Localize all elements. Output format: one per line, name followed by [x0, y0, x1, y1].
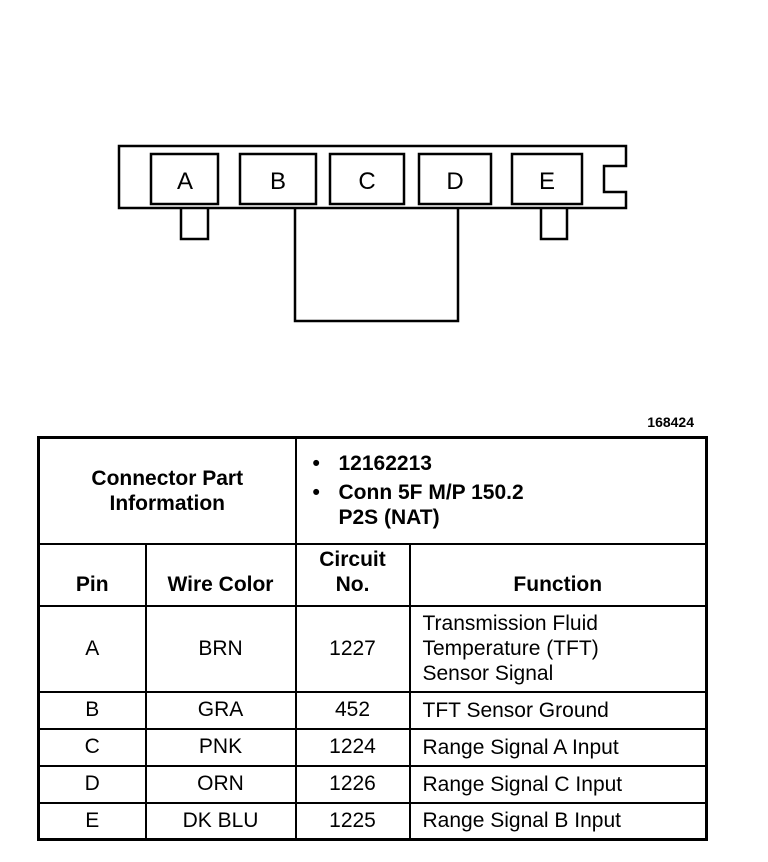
- connector-pinout-table: Connector Part Information 12162213 Conn…: [37, 436, 708, 841]
- cell-function: TFT Sensor Ground: [408, 690, 708, 730]
- table-row: C PNK 1224 Range Signal A Input: [37, 727, 708, 767]
- figure-id: 168424: [647, 414, 694, 430]
- pin-cavity-b: B: [238, 152, 318, 206]
- cell-function-text: Transmission Fluid Temperature (TFT) Sen…: [422, 612, 599, 685]
- cell-wire-color: DK BLU: [144, 801, 297, 841]
- cell-pin: D: [37, 764, 147, 804]
- cell-circuit: 1226: [294, 764, 411, 804]
- cell-wire-color: PNK: [144, 727, 297, 767]
- pin-cavity-label: D: [446, 168, 463, 195]
- connector-info-list: 12162213 Conn 5F M/P 150.2 P2S (NAT): [294, 436, 708, 545]
- cell-pin: E: [37, 801, 147, 841]
- pin-cavity-e: E: [510, 152, 584, 206]
- connector-info-label-text: Connector Part Information: [91, 466, 244, 515]
- connector-diagram: A B C D E: [117, 144, 628, 323]
- pin-cavity-label: B: [270, 168, 286, 195]
- cell-pin: A: [37, 604, 147, 693]
- table-row: E DK BLU 1225 Range Signal B Input: [37, 801, 708, 841]
- table-row: B GRA 452 TFT Sensor Ground: [37, 690, 708, 730]
- latch-tab-a: [179, 208, 210, 241]
- cell-wire-color: BRN: [144, 604, 297, 693]
- pin-cavity-label: C: [358, 168, 375, 195]
- header-pin: Pin: [37, 542, 147, 607]
- keying-loop: [293, 208, 460, 323]
- cell-circuit: 1227: [294, 604, 411, 693]
- cell-circuit: 452: [294, 690, 411, 730]
- pin-cavity-d: D: [417, 152, 493, 206]
- connector-body: [117, 144, 628, 210]
- connector-info-row: Connector Part Information 12162213 Conn…: [37, 436, 708, 545]
- pin-cavity-label: A: [177, 168, 193, 195]
- cell-function: Range Signal C Input: [408, 764, 708, 804]
- pin-cavity-c: C: [328, 152, 406, 206]
- pin-cavity-label: E: [539, 168, 555, 195]
- cell-function: Range Signal B Input: [408, 801, 708, 841]
- header-circuit-no: Circuit No.: [294, 542, 411, 607]
- cell-wire-color: GRA: [144, 690, 297, 730]
- header-function: Function: [408, 542, 708, 607]
- cell-pin: C: [37, 727, 147, 767]
- pin-cavity-a: A: [149, 152, 220, 206]
- connector-part-number: 12162213: [313, 451, 706, 476]
- cell-wire-color: ORN: [144, 764, 297, 804]
- cell-function: Range Signal A Input: [408, 727, 708, 767]
- connector-info-label: Connector Part Information: [37, 436, 297, 545]
- table-header-row: Pin Wire Color Circuit No. Function: [37, 542, 708, 607]
- cell-circuit: 1224: [294, 727, 411, 767]
- table-row: D ORN 1226 Range Signal C Input: [37, 764, 708, 804]
- header-wire-color: Wire Color: [144, 542, 297, 607]
- cell-circuit: 1225: [294, 801, 411, 841]
- cell-pin: B: [37, 690, 147, 730]
- connector-description: Conn 5F M/P 150.2 P2S (NAT): [313, 480, 569, 530]
- latch-tab-e: [539, 208, 569, 241]
- table-row: A BRN 1227 Transmission Fluid Temperatur…: [37, 604, 708, 693]
- cell-function: Transmission Fluid Temperature (TFT) Sen…: [408, 604, 708, 693]
- header-circuit-text: Circuit No.: [319, 547, 386, 596]
